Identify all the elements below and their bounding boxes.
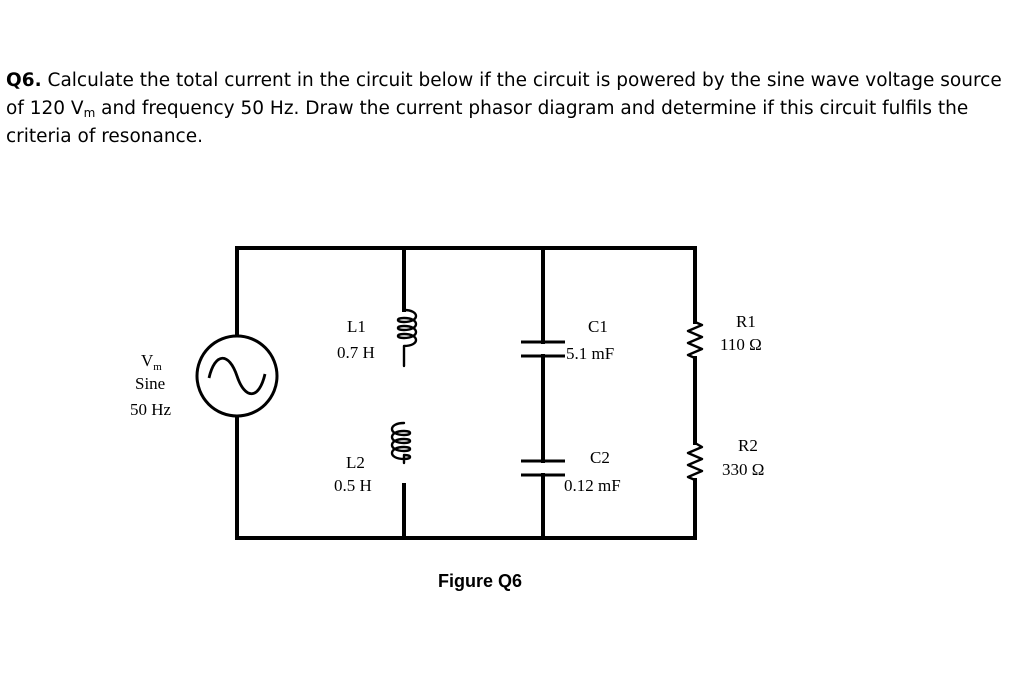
- r2-value-label: 330 Ω: [722, 460, 764, 479]
- capacitor-c1: [521, 340, 565, 358]
- r2-name-label: R2: [738, 436, 758, 455]
- circuit-wires: [235, 246, 697, 540]
- l1-value-label: 0.7 H: [337, 343, 375, 362]
- sine-wave-icon: [207, 356, 267, 396]
- c2-value-label: 0.12 mF: [564, 476, 621, 495]
- resistor-r1: [686, 320, 704, 360]
- source-voltage-label: Vm: [141, 351, 162, 373]
- inductor-l2: [390, 421, 412, 465]
- c1-name-label: C1: [588, 317, 608, 336]
- c2-name-label: C2: [590, 448, 610, 467]
- capacitor-c2: [521, 459, 565, 477]
- question-subscript: m: [83, 106, 96, 120]
- source-type-label: Sine: [135, 374, 165, 393]
- ac-voltage-source: [195, 334, 279, 418]
- r1-name-label: R1: [736, 312, 756, 331]
- c1-value-label: 5.1 mF: [566, 344, 614, 363]
- l2-name-label: L2: [346, 453, 365, 472]
- l1-name-label: L1: [347, 317, 366, 336]
- resistor-r2: [686, 441, 704, 482]
- question-number: Q6.: [6, 70, 42, 91]
- question-text: Q6. Calculate the total current in the c…: [6, 67, 1016, 151]
- figure-caption: Figure Q6: [438, 571, 522, 591]
- l2-value-label: 0.5 H: [334, 476, 372, 495]
- r1-value-label: 110 Ω: [720, 335, 762, 354]
- source-frequency-label: 50 Hz: [130, 400, 172, 419]
- question-text-part1: Calculate the total current in the circu…: [6, 70, 1002, 119]
- inductor-l1: [396, 308, 418, 368]
- question-text-part2: and frequency 50 Hz. Draw the current ph…: [6, 98, 969, 147]
